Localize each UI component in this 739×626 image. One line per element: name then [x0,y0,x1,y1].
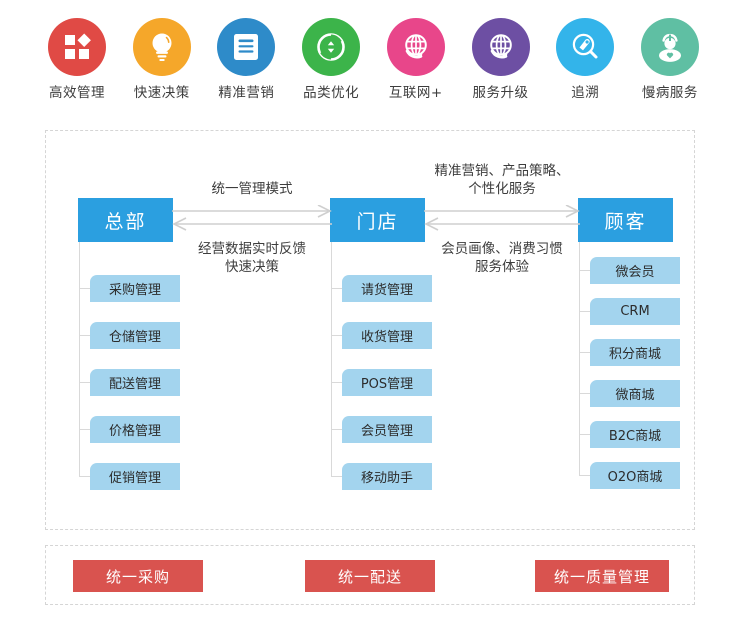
node-headquarters[interactable]: 总部 [78,198,173,242]
child-node-hq-1[interactable]: 仓储管理 [90,322,180,349]
trunk-line-hq [79,242,80,476]
feature-item-3[interactable]: 品类优化 [292,18,370,101]
grid-squares-icon [48,18,106,76]
stub-line-customer-2 [579,352,590,353]
chip-unified-quality-management[interactable]: 统一质量管理 [535,560,669,592]
caption-hq-to-store: 统一管理模式 [211,181,293,197]
feature-item-5[interactable]: 服务升级 [462,18,540,101]
feature-label: 互联网+ [388,85,443,101]
stub-line-customer-3 [579,393,590,394]
feature-label: 品类优化 [303,85,360,101]
feature-label: 服务升级 [472,85,529,101]
child-node-hq-0[interactable]: 采购管理 [90,275,180,302]
child-node-customer-0[interactable]: 微会员 [590,257,680,284]
stub-line-store-2 [331,382,342,383]
child-node-hq-4[interactable]: 促销管理 [90,463,180,490]
stub-line-store-3 [331,429,342,430]
child-node-store-1[interactable]: 收货管理 [342,322,432,349]
feature-item-2[interactable]: 精准营销 [207,18,285,101]
chip-unified-purchasing[interactable]: 统一采购 [73,560,203,592]
caption-customer-to-store: 会员画像、消费习惯 服务体验 [441,241,563,275]
stub-line-hq-2 [79,382,90,383]
feature-item-1[interactable]: 快速决策 [123,18,201,101]
feature-item-0[interactable]: 高效管理 [38,18,116,101]
child-node-hq-3[interactable]: 价格管理 [90,416,180,443]
stub-line-customer-1 [579,311,590,312]
stub-line-store-1 [331,335,342,336]
stub-line-hq-3 [79,429,90,430]
arrows-hq-store [172,205,332,235]
child-node-store-3[interactable]: 会员管理 [342,416,432,443]
refresh-cycle-icon [302,18,361,76]
child-node-customer-1[interactable]: CRM [590,298,680,325]
feature-label: 高效管理 [49,85,105,101]
document-lines-icon [217,18,276,76]
lightbulb-icon [132,18,191,76]
feature-label: 追溯 [571,85,600,101]
stub-line-customer-4 [579,434,590,435]
stub-line-hq-0 [79,288,90,289]
feature-icon-row: 高效管理 快速决策 精准营销 品类优化 [0,0,739,118]
feature-item-4[interactable]: 互联网+ [377,18,455,101]
child-node-store-2[interactable]: POS管理 [342,369,432,396]
stub-line-hq-1 [79,335,90,336]
stub-line-customer-5 [579,475,590,476]
child-node-customer-3[interactable]: 微商城 [590,380,680,407]
child-node-hq-2[interactable]: 配送管理 [90,369,180,396]
caption-store-to-customer: 精准营销、产品策略、 个性化服务 [434,163,570,197]
child-node-store-0[interactable]: 请货管理 [342,275,432,302]
stub-line-store-0 [331,288,342,289]
feature-label: 快速决策 [133,85,190,101]
stub-line-hq-4 [79,476,90,477]
child-node-customer-2[interactable]: 积分商城 [590,339,680,366]
child-node-customer-5[interactable]: O2O商城 [590,462,680,489]
child-node-store-4[interactable]: 移动助手 [342,463,432,490]
arrows-store-customer [424,205,580,235]
feature-label: 慢病服务 [641,85,698,101]
node-customer[interactable]: 顾客 [578,198,673,242]
feature-item-7[interactable]: 慢病服务 [631,18,709,101]
chip-unified-distribution[interactable]: 统一配送 [305,560,435,592]
stub-line-store-4 [331,476,342,477]
globe-arrow-icon [386,18,445,76]
person-care-icon [640,18,699,76]
caption-store-to-hq: 经营数据实时反馈 快速决策 [198,241,306,275]
child-node-customer-4[interactable]: B2C商城 [590,421,680,448]
globe-arrow-icon [471,18,530,76]
trunk-line-store [331,242,332,476]
feature-item-6[interactable]: 追溯 [546,18,624,101]
stub-line-customer-0 [579,270,590,271]
trunk-line-customer [579,242,580,475]
magnifier-tag-icon [556,18,615,76]
feature-label: 精准营销 [218,85,275,101]
node-store[interactable]: 门店 [330,198,425,242]
